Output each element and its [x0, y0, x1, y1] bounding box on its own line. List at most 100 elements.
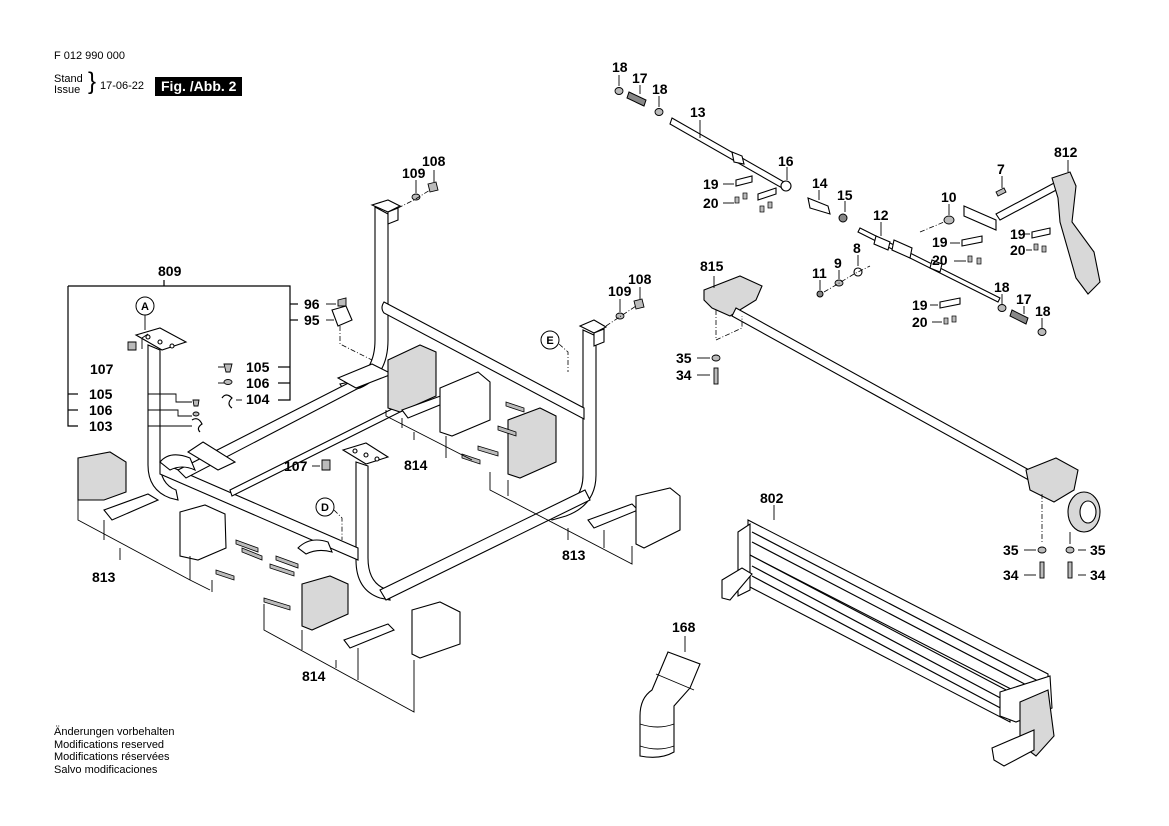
callout-20: 20: [1010, 242, 1026, 258]
modifications-notice: Änderungen vorbehalten Modifications res…: [54, 726, 174, 776]
hose-elbow-168: [639, 636, 701, 758]
callout-813: 813: [92, 569, 116, 585]
callout-19: 19: [1010, 226, 1026, 242]
rear-right-leg-cap: [578, 319, 608, 334]
callout-106: 106: [246, 375, 270, 391]
callout-107: 107: [90, 361, 114, 377]
callout-18: 18: [994, 279, 1010, 295]
foot-cap-upper-a: [387, 344, 437, 413]
callout-103: 103: [89, 418, 113, 434]
callout-34: 34: [1090, 567, 1106, 583]
slot-bracket: [159, 454, 197, 472]
callout-15: 15: [837, 187, 853, 203]
callout-labels: 809 96 95 107 105 106 104 105 106 103 10…: [89, 59, 1106, 684]
callout-11: 11: [812, 265, 827, 281]
callout-14: 14: [812, 175, 828, 191]
clip-96-95: [326, 297, 373, 361]
fasteners-108-109: [312, 170, 645, 471]
callout-95: 95: [304, 312, 320, 328]
callout-17: 17: [1016, 291, 1032, 307]
svg-text:E: E: [546, 335, 553, 347]
foot-cap-upper-b: [507, 407, 557, 479]
cross-clip: [297, 539, 333, 555]
callout-107: 107: [284, 458, 308, 474]
foot-cap-lower-a: [301, 575, 349, 631]
callout-96: 96: [304, 296, 320, 312]
front-middle-leg: [355, 461, 391, 601]
foot-clamp-left: [179, 504, 227, 561]
stand-frame: A D E: [134, 199, 608, 601]
footer-line-de: Änderungen vorbehalten: [54, 726, 175, 738]
callout-19: 19: [932, 234, 948, 250]
callout-20: 20: [932, 252, 948, 268]
foot-clamp-lower: [411, 601, 461, 659]
issue-label: Issue: [54, 84, 81, 96]
callout-16: 16: [778, 153, 794, 169]
callout-20: 20: [912, 314, 928, 330]
callout-809: 809: [158, 263, 182, 279]
foot-pad-lower: [343, 623, 395, 649]
callout-104: 104: [246, 391, 270, 407]
callout-109: 109: [608, 283, 632, 299]
lever-812: [995, 181, 1061, 221]
callout-12: 12: [873, 207, 889, 223]
front-left-rail: [159, 461, 359, 561]
callout-814: 814: [404, 457, 428, 473]
callout-35: 35: [676, 350, 692, 366]
callout-7: 7: [997, 161, 1005, 177]
callout-18: 18: [652, 81, 668, 97]
callout-10: 10: [941, 189, 957, 205]
callout-18: 18: [1035, 303, 1051, 319]
callout-34: 34: [676, 367, 692, 383]
screws: [215, 401, 525, 611]
callout-106: 106: [89, 402, 113, 418]
front-right-rail: [379, 489, 591, 601]
callout-812: 812: [1054, 144, 1078, 160]
small-hardware-left: [127, 333, 242, 433]
callout-13: 13: [690, 104, 706, 120]
foot-clamp-right: [635, 487, 681, 549]
svg-text:A: A: [141, 301, 149, 313]
callout-802: 802: [760, 490, 784, 506]
foot-pad-right: [587, 503, 639, 529]
callout-8: 8: [853, 240, 861, 256]
rear-left-leg-tab: [387, 207, 399, 225]
stand-issue-label: Stand Issue: [54, 74, 83, 96]
callout-105: 105: [89, 386, 113, 402]
reference-marker-a: A: [135, 296, 155, 316]
front-left-leg-plate: [134, 327, 188, 351]
callout-815: 815: [700, 258, 724, 274]
figure-label: Fig. /Abb. 2: [155, 77, 243, 96]
rear-right-leg: [547, 329, 597, 521]
drawing-number: F 012 990 000: [54, 50, 125, 62]
bracket-plate-left: [186, 441, 237, 471]
footer-line-es: Salvo modificaciones: [54, 763, 158, 776]
footer-line-en: Modifications reserved: [54, 738, 165, 751]
reference-marker-e: E: [540, 330, 560, 350]
callout-105: 105: [246, 359, 270, 375]
foot-pad-left: [103, 493, 160, 521]
rod-13: [669, 117, 785, 189]
callout-9: 9: [834, 255, 842, 271]
stand-label: Stand: [54, 73, 83, 85]
callout-19: 19: [912, 297, 928, 313]
rear-top-rail: [381, 301, 585, 420]
rear-right-leg-tab: [593, 328, 605, 347]
callout-19: 19: [703, 176, 719, 192]
issue-date: 17-06-22: [100, 80, 145, 92]
rear-left-leg-cap: [370, 199, 402, 213]
callout-168: 168: [672, 619, 696, 635]
callout-20: 20: [703, 195, 719, 211]
group-bracket-809: [67, 280, 298, 427]
fence-lock-assembly: [614, 75, 1101, 336]
callout-109: 109: [402, 165, 426, 181]
callout-17: 17: [632, 70, 648, 86]
reference-marker-d: D: [315, 497, 335, 517]
callout-35: 35: [1003, 542, 1019, 558]
callout-18: 18: [612, 59, 628, 75]
fence-rail-815: [697, 275, 1101, 579]
foot-cap-left-a: [77, 451, 127, 501]
brace-glyph: }: [88, 68, 97, 95]
foot-parts: [77, 344, 681, 713]
